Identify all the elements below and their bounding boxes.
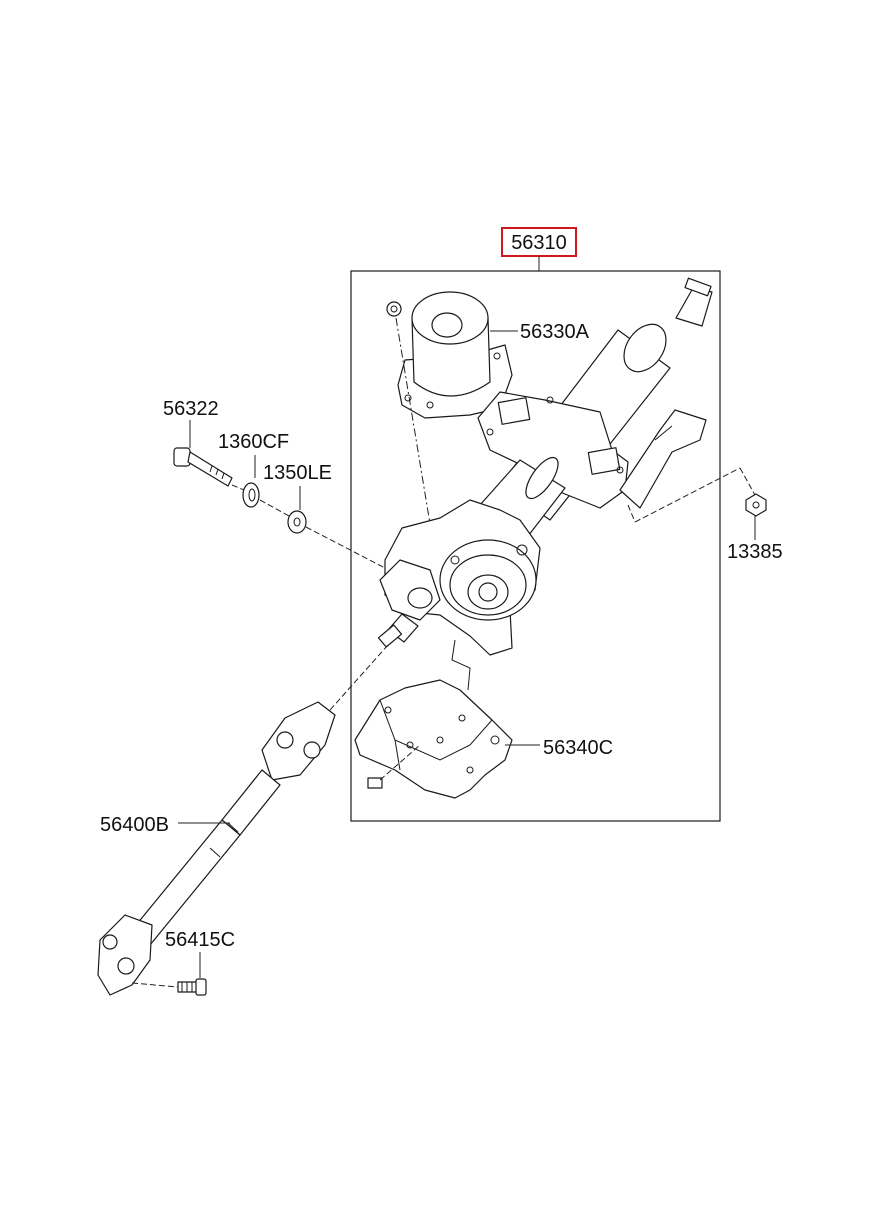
electric-motor-icon[interactable] <box>397 291 513 419</box>
universal-joint-shaft-icon[interactable] <box>97 701 336 996</box>
label-1360CF[interactable]: 1360CF <box>218 431 289 453</box>
label-56310[interactable]: 56310 <box>511 232 567 254</box>
label-13385[interactable]: 13385 <box>727 541 783 563</box>
motor-screw-icon <box>386 301 402 317</box>
shaft-bolt-icon[interactable] <box>177 978 207 996</box>
label-56340C[interactable]: 56340C <box>543 737 613 759</box>
label-56322[interactable]: 56322 <box>163 398 219 420</box>
label-56330A[interactable]: 56330A <box>520 321 590 343</box>
label-56400B[interactable]: 56400B <box>100 814 169 836</box>
bolt-icon[interactable] <box>173 447 233 487</box>
assembly-frame <box>350 270 721 822</box>
steering-column-icon[interactable] <box>377 277 713 656</box>
label-1350LE[interactable]: 1350LE <box>263 462 332 484</box>
mounting-bracket-icon[interactable] <box>354 679 513 799</box>
snap-ring-icon[interactable] <box>242 482 260 508</box>
label-56415C[interactable]: 56415C <box>165 929 235 951</box>
washer-icon[interactable] <box>287 510 307 534</box>
nut-icon[interactable] <box>745 493 767 517</box>
